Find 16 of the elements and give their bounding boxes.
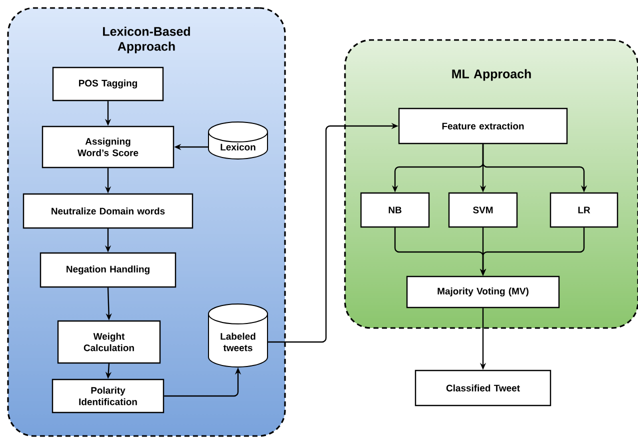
- database-cylinder: Labeled tweets: [208, 303, 268, 368]
- panel-title: ML Approach: [452, 69, 531, 81]
- process-box: NB: [360, 192, 430, 228]
- process-box: Assigning Word’s Score: [42, 126, 174, 168]
- process-box: Feature extraction: [398, 108, 568, 144]
- panel-title: Lexicon-Based Approach: [103, 26, 190, 54]
- process-box: Negation Handling: [40, 252, 176, 288]
- process-box: LR: [550, 192, 618, 228]
- process-box: Neutralize Domain words: [22, 193, 194, 229]
- process-box: Classified Tweet: [414, 370, 552, 406]
- process-box: Polarity Identification: [52, 378, 164, 414]
- process-box: Weight Calculation: [57, 320, 161, 364]
- process-box: SVM: [448, 192, 518, 228]
- process-box: Majority Voting (MV): [406, 276, 560, 308]
- database-cylinder: Lexicon: [208, 121, 268, 160]
- process-box: POS Tagging: [52, 66, 164, 102]
